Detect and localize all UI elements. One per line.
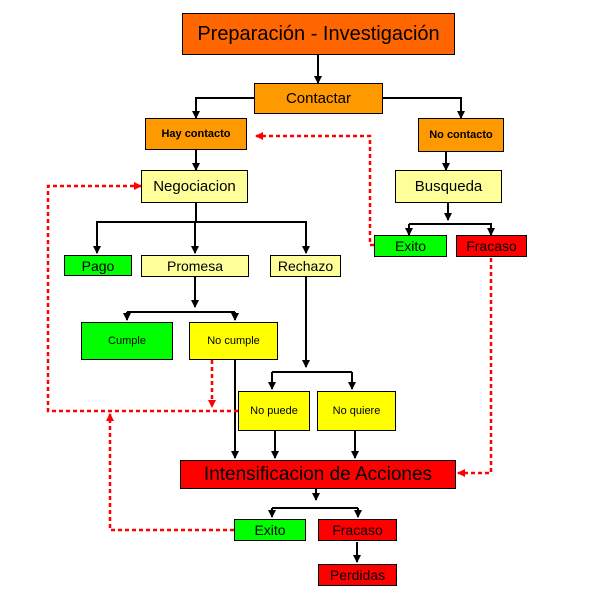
- node-busqueda: Busqueda: [395, 170, 502, 203]
- node-negociacion: Negociacion: [141, 170, 248, 203]
- node-no-quiere: No quiere: [317, 391, 396, 431]
- arrow-negociacion-to-pago: [93, 203, 197, 254]
- node-no-cumple: No cumple: [189, 322, 278, 360]
- node-contactar: Contactar: [254, 83, 383, 114]
- node-no-puede: No puede: [238, 391, 310, 431]
- arrow-negociacion-to-rechazo: [195, 221, 310, 254]
- node-intensificacion-de-acciones: Intensificacion de Acciones: [180, 460, 456, 489]
- node-exito-final: Exito: [234, 519, 306, 541]
- feedback-fracaso-busqueda-to-intensificacion: [457, 258, 493, 477]
- node-perdidas: Perdidas: [318, 564, 397, 586]
- node-hay-contacto: Hay contacto: [145, 118, 247, 150]
- arrow-contactar-to-no-contacto: [383, 97, 465, 119]
- arrow-busqueda-to-fracaso: [409, 223, 495, 236]
- node-preparacion-investigacion: Preparación - Investigación: [182, 13, 455, 55]
- arrow-contactar-to-hay-contacto: [192, 97, 254, 119]
- node-cumple: Cumple: [81, 322, 173, 360]
- node-no-contacto: No contacto: [418, 118, 504, 152]
- node-promesa: Promesa: [141, 255, 249, 277]
- node-rechazo: Rechazo: [270, 255, 341, 277]
- feedback-no-puede-to-negociacion: [46, 182, 238, 413]
- feedback-exito-busqueda-to-hay-contacto: [255, 132, 374, 247]
- node-exito-busqueda: Exito: [374, 235, 447, 257]
- node-fracaso-final: Fracaso: [318, 519, 397, 541]
- node-fracaso-busqueda: Fracaso: [456, 235, 527, 257]
- node-pago: Pago: [64, 255, 132, 276]
